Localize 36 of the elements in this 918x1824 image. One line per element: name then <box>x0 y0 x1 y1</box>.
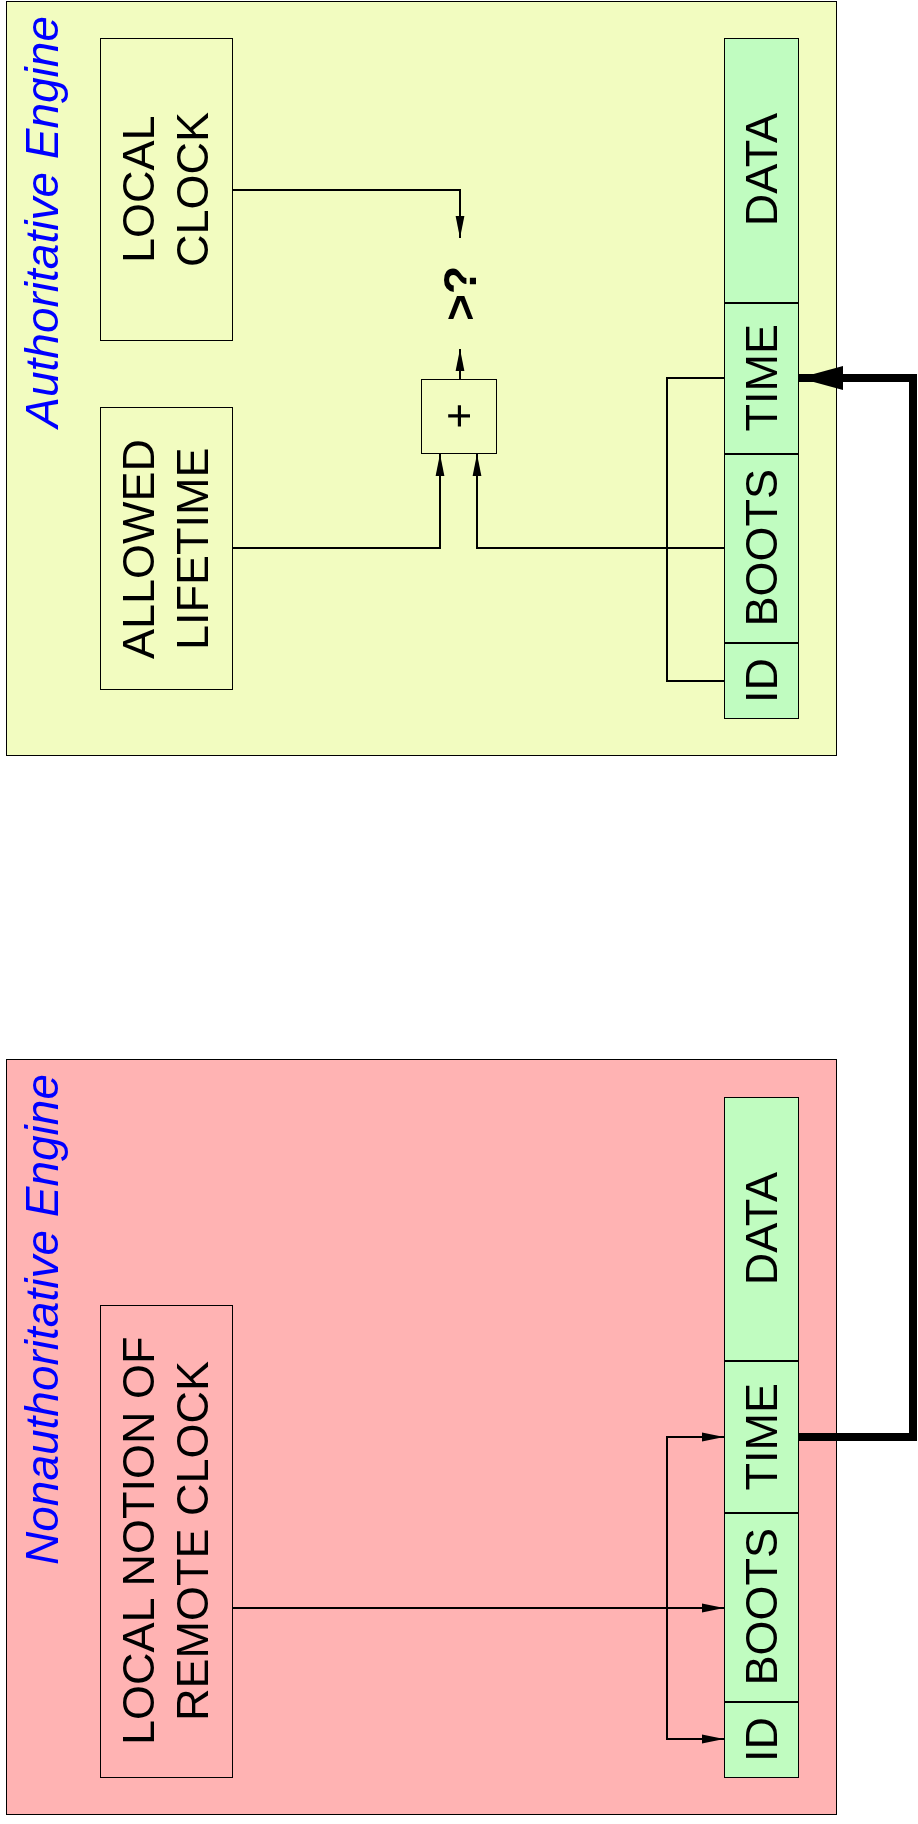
sum-box <box>420 378 497 454</box>
comparison-label: >? <box>436 265 483 321</box>
arrow <box>232 189 465 239</box>
message-field <box>723 37 799 303</box>
arrow <box>472 453 725 549</box>
message-field <box>723 1096 799 1361</box>
process-box <box>99 1304 233 1778</box>
panel-title: Nonauthoritative Engine <box>15 1074 69 1565</box>
plus-sign: + <box>436 403 481 429</box>
field-label: ID <box>738 658 784 703</box>
field-label: BOOTS <box>738 1528 784 1686</box>
arrow <box>232 453 445 549</box>
arrow <box>232 1607 725 1744</box>
box-label: ALLOWED LIFETIME <box>112 436 219 661</box>
field-label: DATA <box>738 1171 784 1286</box>
field-label: DATA <box>738 113 784 227</box>
message-field <box>723 1512 799 1702</box>
message-arrow <box>799 366 917 1441</box>
field-label: ID <box>738 1717 784 1762</box>
box-label: LOCAL CLOCK <box>112 110 219 269</box>
box-label: LOCAL NOTION OF REMOTE CLOCK <box>112 1335 219 1748</box>
arrow <box>455 348 465 380</box>
engine-panel <box>6 1 837 756</box>
message-field <box>723 1701 799 1778</box>
message-field <box>723 1360 799 1513</box>
field-label: TIME <box>738 324 784 432</box>
process-box <box>99 406 233 690</box>
connector-line <box>666 377 725 682</box>
panel-title: Authoritative Engine <box>15 16 69 428</box>
field-label: TIME <box>738 1382 784 1491</box>
message-field <box>723 642 799 719</box>
engine-panel <box>6 1059 837 1815</box>
message-field <box>723 302 799 454</box>
field-label: BOOTS <box>738 469 784 627</box>
message-field <box>723 453 799 643</box>
process-box <box>99 37 233 341</box>
